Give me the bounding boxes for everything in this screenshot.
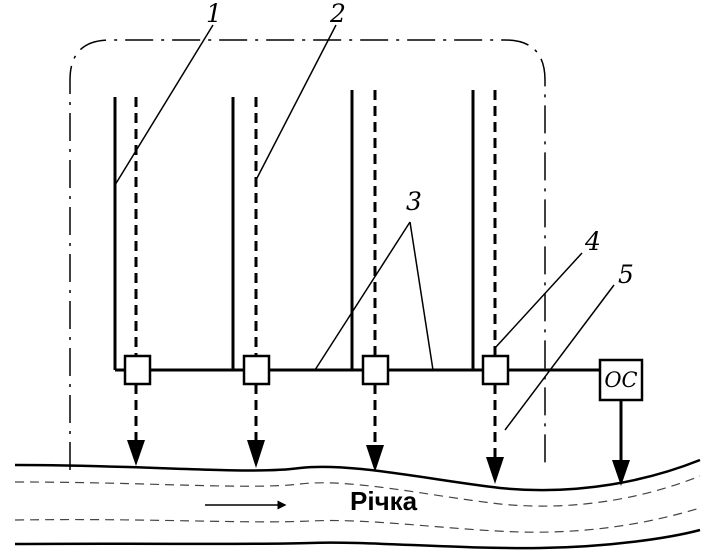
river-label: Річка: [350, 486, 418, 516]
leader-lines: [114, 24, 615, 431]
territory-boundary: [69, 39, 546, 470]
label-2: 2: [329, 0, 346, 28]
dashed-outlets: [134, 384, 497, 457]
label-5: 5: [618, 260, 634, 289]
treatment-outlet-arrowhead: [612, 460, 630, 486]
chamber-1: [123, 354, 152, 386]
chamber-3: [361, 354, 390, 386]
river-bank-top-inner: [14, 475, 701, 507]
label-3: 3: [406, 187, 422, 216]
river-bank-bottom-inner: [14, 507, 701, 533]
treatment-box-label: ОС: [604, 368, 637, 392]
chamber-2: [242, 354, 271, 386]
label-4: 4: [584, 227, 601, 256]
river-bank-top: [14, 458, 701, 492]
dashed-network-lines: [134, 90, 497, 355]
outlet-arrowheads: [127, 440, 504, 484]
river-bank-bottom: [14, 528, 701, 550]
solid-network-lines: [113, 90, 475, 370]
chamber-4: [481, 354, 510, 386]
label-1: 1: [206, 0, 222, 28]
